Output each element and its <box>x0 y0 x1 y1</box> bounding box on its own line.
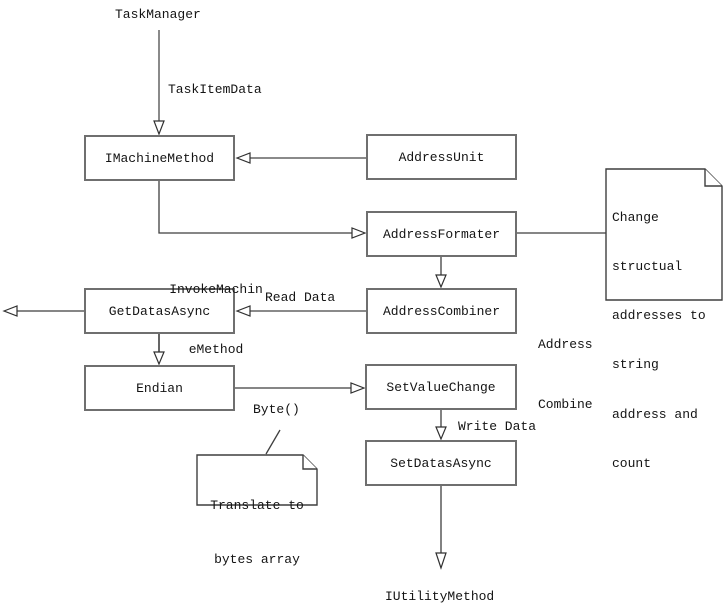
arrowhead-right-addressformater <box>351 227 367 239</box>
note-line: Translate to <box>210 498 304 513</box>
node-setdatasasync[interactable]: SetDatasAsync <box>365 440 517 486</box>
node-addressformater[interactable]: AddressFormater <box>366 211 517 257</box>
note-text-change-structural: Change structual addresses to string add… <box>612 177 718 505</box>
arrowhead-down-setdatasasync <box>435 426 447 441</box>
note-body <box>196 454 318 506</box>
edge-label-line: Combine <box>538 397 593 412</box>
arrowhead-left-out <box>2 305 18 317</box>
node-label: SetValueChange <box>386 379 496 395</box>
node-label: GetDatasAsync <box>108 303 211 319</box>
node-label: Endian <box>136 380 183 396</box>
node-iutilitymethod[interactable]: IUtilityMethod <box>385 589 495 604</box>
edge-label-taskitemdata: TaskItemData <box>168 82 262 97</box>
note-fold-corner <box>704 169 722 187</box>
note-line: count <box>612 455 652 471</box>
edge-label-writedata: Write Data <box>458 419 537 434</box>
node-endian[interactable]: Endian <box>84 365 235 411</box>
node-imachinemethod[interactable]: IMachineMethod <box>84 135 235 181</box>
node-addresscombiner[interactable]: AddressCombiner <box>366 288 517 334</box>
edge-label-line: InvokeMachin <box>169 282 263 297</box>
node-label: AddressCombiner <box>382 303 501 319</box>
node-label: IMachineMethod <box>104 150 215 166</box>
arrowhead-down-iutilitymethod <box>435 552 447 570</box>
edge-label-addresscombine: Address Combine <box>538 295 593 455</box>
edge-label-line: eMethod <box>188 342 244 357</box>
note-line: addresses to <box>612 308 706 324</box>
note-fold-corner <box>302 455 317 470</box>
edge-imachinemethod-addressformater <box>158 181 352 234</box>
node-label: AddressUnit <box>398 149 485 165</box>
note-shape-translate-bytes[interactable] <box>196 454 318 506</box>
edge-label-line: Address <box>538 337 593 352</box>
arrowhead-down-endian <box>153 351 165 366</box>
note-line: string <box>612 357 659 373</box>
note-text-translate-bytes: Translate to bytes array <box>198 461 316 605</box>
note-leader-line <box>265 429 281 455</box>
note-line: Change <box>612 209 659 225</box>
node-setvaluechange[interactable]: SetValueChange <box>365 364 517 410</box>
node-taskmanager[interactable]: TaskManager <box>115 7 201 22</box>
note-body <box>605 168 723 301</box>
arrowhead-down-imachinemethod <box>153 120 165 136</box>
note-line: structual <box>612 259 683 275</box>
note-line: bytes array <box>214 552 300 567</box>
edge-label-invokemachinemethod: InvokeMachin eMethod <box>160 240 272 400</box>
node-getdatasasync[interactable]: GetDatasAsync <box>84 288 235 334</box>
edge-label-byte: Byte() <box>253 402 300 417</box>
arrowhead-left-getdatasasync <box>235 305 251 317</box>
note-line: address and <box>612 406 698 422</box>
arrowhead-right-setvaluechange <box>350 382 366 394</box>
node-label: SetDatasAsync <box>390 455 492 471</box>
edge-label-readdata: Read Data <box>265 290 336 305</box>
note-shape-change-structural[interactable] <box>605 168 723 301</box>
arrowhead-left-imachinemethod <box>235 152 251 164</box>
node-label: AddressFormater <box>382 226 501 242</box>
node-addressunit[interactable]: AddressUnit <box>366 134 517 180</box>
arrowhead-down-addresscombiner <box>435 274 447 289</box>
